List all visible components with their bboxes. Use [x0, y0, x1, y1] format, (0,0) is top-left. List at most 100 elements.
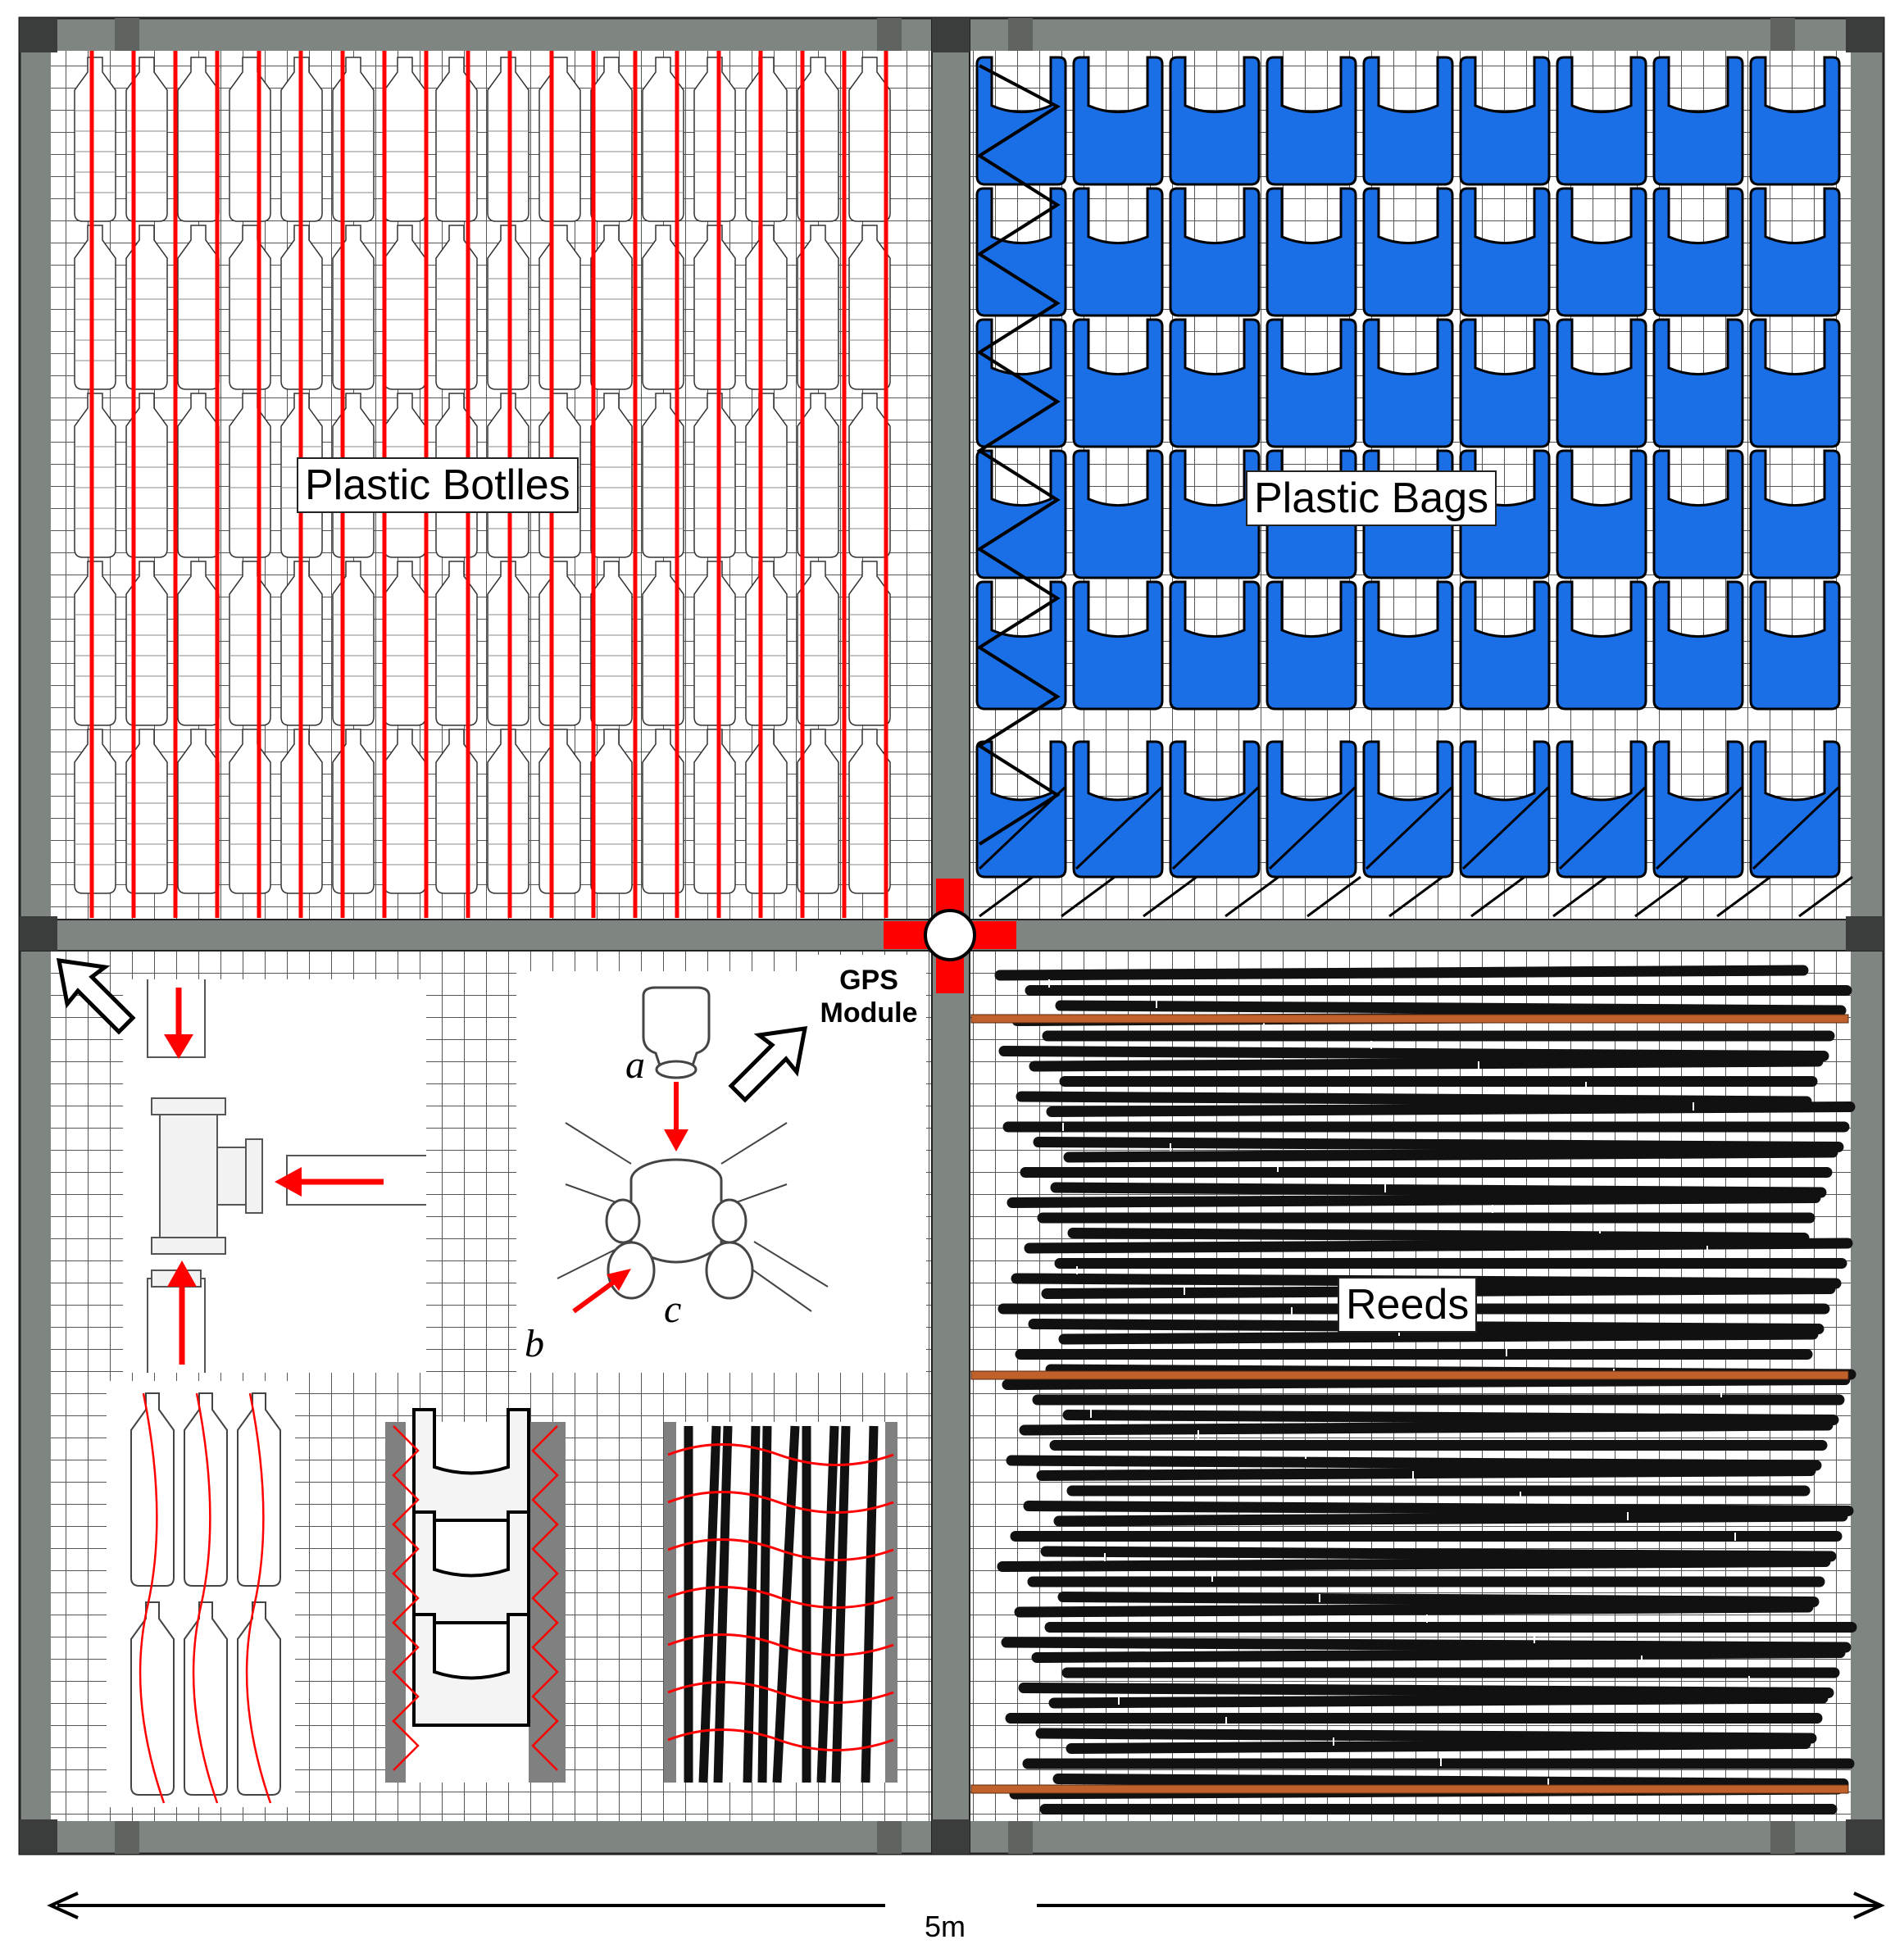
bag-tie — [1365, 785, 1454, 870]
reed — [1040, 1546, 1837, 1562]
frame-joint — [877, 1821, 902, 1854]
reed — [1024, 1238, 1853, 1254]
arrow-up-left-icon — [56, 958, 136, 1035]
bottle — [745, 393, 788, 558]
bottle — [797, 57, 839, 222]
reed — [1062, 1410, 1839, 1425]
reed — [1006, 1455, 1822, 1471]
plastic-bag — [1749, 580, 1841, 711]
bag-tie — [1552, 875, 1607, 918]
reed-tie — [667, 1681, 894, 1704]
plastic-bag — [1362, 56, 1454, 186]
bottle — [848, 393, 891, 558]
bottle — [745, 561, 788, 726]
plastic-bag — [1652, 56, 1744, 186]
bag-tie — [1306, 875, 1361, 918]
bottle — [384, 729, 426, 894]
bottle — [745, 225, 788, 390]
plastic-bag — [975, 449, 1067, 579]
bag-tie — [1634, 875, 1689, 918]
plastic-bag — [1556, 187, 1647, 317]
reed — [1055, 1000, 1847, 1016]
red-arrow-icon — [164, 988, 193, 1059]
bottle — [693, 225, 736, 390]
bottle — [745, 57, 788, 222]
red-arrow-icon — [275, 1167, 384, 1197]
bottle — [229, 561, 271, 726]
detail-bottle-columns — [107, 1381, 295, 1807]
plastic-bag — [1556, 580, 1647, 711]
reed — [1023, 1501, 1854, 1516]
plastic-bottles-label: Plastic Botlles — [297, 457, 579, 513]
frame-joint — [932, 1819, 970, 1854]
bag-tie — [1461, 785, 1551, 870]
frame-joint — [1846, 18, 1884, 52]
bottle — [538, 225, 581, 390]
plastic-bag — [1072, 56, 1164, 186]
bottle — [332, 57, 375, 222]
red-arrow-icon — [572, 1269, 631, 1314]
frame-joint — [1770, 1821, 1795, 1854]
bottle — [74, 57, 116, 222]
bag-tie — [1716, 875, 1771, 918]
bottle — [125, 225, 168, 390]
gps-module-label: GPS Module — [811, 964, 926, 1029]
bottle-tie — [192, 1392, 219, 1804]
reed — [1063, 1147, 1838, 1163]
plastic-bag — [1749, 740, 1841, 879]
plastic-bag — [1072, 187, 1164, 317]
plastic-bag — [1556, 56, 1647, 186]
reed — [1002, 1374, 1851, 1390]
bottle — [435, 225, 478, 390]
plastic-bag — [1749, 187, 1841, 317]
bottle — [590, 729, 633, 894]
plastic-bottles-panel — [74, 51, 891, 918]
bottle — [74, 225, 116, 390]
reeds-label: Reeds — [1338, 1277, 1478, 1333]
frame-joint — [1008, 18, 1033, 51]
bag-tie — [1388, 875, 1443, 918]
reed-tie — [667, 1728, 894, 1751]
bottle — [177, 561, 220, 726]
bottle — [177, 729, 220, 894]
bag-zigzag-tie — [976, 64, 1061, 846]
bag-tie — [1171, 785, 1261, 870]
bottle — [125, 393, 168, 558]
plastic-bag — [975, 56, 1067, 186]
bottle — [435, 729, 478, 894]
reed — [1036, 1465, 1816, 1481]
bottle — [693, 729, 736, 894]
plastic-bag — [1266, 740, 1357, 879]
bottle — [590, 225, 633, 390]
bottle — [177, 57, 220, 222]
reed — [1019, 1419, 1834, 1436]
plastic-bag — [1266, 580, 1357, 711]
gps-label-line2: Module — [820, 997, 918, 1029]
reed — [1029, 1056, 1824, 1072]
plastic-bag — [1459, 449, 1551, 579]
bag-tie — [1558, 785, 1647, 870]
reed — [1031, 1647, 1846, 1663]
plastic-bag — [1169, 580, 1261, 711]
plastic-bag — [1556, 740, 1647, 879]
bottle — [848, 225, 891, 390]
reed — [998, 1046, 1829, 1061]
plastic-bag — [1652, 449, 1744, 579]
arrow-up-right-icon — [728, 1026, 808, 1103]
plastic-bag — [1169, 318, 1261, 448]
reed — [757, 1425, 772, 1783]
reed — [1014, 1601, 1814, 1618]
frame-joint — [1846, 916, 1884, 951]
bottle-tie — [245, 1392, 272, 1804]
bottle — [435, 561, 478, 726]
reed — [816, 1425, 839, 1783]
bottle — [384, 561, 426, 726]
bottle — [590, 561, 633, 726]
plastic-bag — [1362, 740, 1454, 879]
reed — [1048, 1692, 1829, 1709]
bottle — [332, 729, 375, 894]
bottle — [125, 57, 168, 222]
reed — [1052, 1774, 1849, 1789]
frame-joint — [20, 18, 57, 52]
